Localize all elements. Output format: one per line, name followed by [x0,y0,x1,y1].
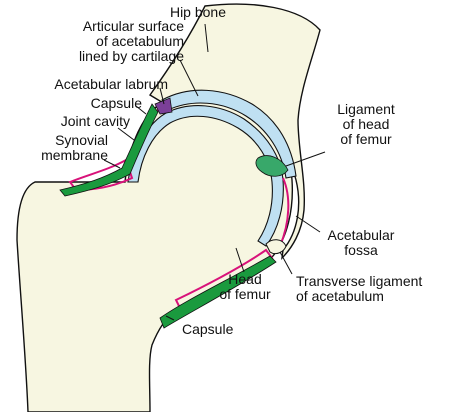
leader-capsule-lower [165,315,175,321]
label-articular-surface-line1: Articular surface [82,18,184,34]
label-transverse-line2: of acetabulum [296,288,384,304]
leader-hip-bone [204,23,209,53]
label-capsule-upper: Capsule [90,95,142,111]
leader-labrum [159,87,165,105]
leader-head-of-femur [235,247,245,273]
label-ligament-of-head: Ligament of head of femur [318,102,414,147]
label-synovial-line1: Synovial [55,132,108,148]
label-acetabular-fossa: Acetabular fossa [318,228,404,258]
label-synovial-membrane: Synovial membrane [6,133,108,163]
label-ligament-line1: Ligament [337,101,395,117]
label-head-of-femur: Head of femur [210,272,280,302]
label-transverse-ligament: Transverse ligament of acetabulum [296,274,446,304]
capsule-lower-line [159,255,277,329]
label-joint-cavity: Joint cavity [60,113,130,129]
transverse-ligament-shape [265,239,287,255]
leader-ligament-head [285,151,326,167]
femoral-cartilage [127,105,284,247]
leader-joint-cavity [117,127,135,141]
leader-capsule-upper [135,105,147,115]
label-fossa-line2: fossa [344,242,378,258]
ligament-of-head-shape [255,155,289,177]
leader-articular-surface [179,59,199,97]
acetabular-cartilage [161,89,297,179]
leader-synovial [103,159,121,169]
label-hip-bone: Hip bone [169,4,226,20]
label-articular-surface-line2: of acetabulum [96,33,184,49]
label-articular-surface-line3: lined by cartilage [78,48,184,64]
label-transverse-line1: Transverse ligament [296,273,423,289]
label-fossa-line1: Acetabular [327,227,395,243]
label-head-line1: Head [228,271,262,287]
label-capsule-lower: Capsule [182,321,234,337]
label-ligament-line2: of head [342,116,390,132]
label-synovial-line2: membrane [41,147,108,163]
leader-acetabular-fossa [295,215,321,233]
leader-transverse-ligament [279,251,293,275]
capsule-upper-line [59,103,159,197]
acetabular-labrum-shape [154,97,173,115]
synovial-membrane-fossa [279,177,290,247]
label-acetabular-labrum: Acetabular labrum [54,76,168,92]
label-articular-surface: Articular surface of acetabulum lined by… [6,19,184,64]
label-ligament-line3: of femur [340,131,392,147]
label-head-line2: of femur [219,286,271,302]
